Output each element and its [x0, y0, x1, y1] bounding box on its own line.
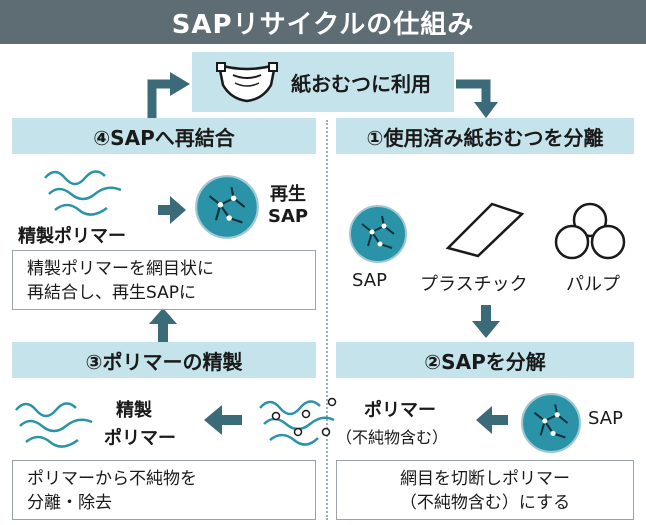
sap-icon [349, 205, 407, 263]
diaper-use-label: 紙おむつに利用 [291, 71, 431, 96]
arrow-3-to-4-head [149, 308, 177, 324]
polymer-impurity-icon [259, 397, 337, 446]
step-3-note: ポリマーから不純物を 分離・除去 [12, 460, 316, 520]
step-4-header: ④SAPへ再結合 [12, 118, 316, 154]
refined-polymer-icon-3 [15, 402, 93, 448]
recycled-label-b: SAP [268, 206, 309, 227]
diaper-icon [216, 62, 278, 103]
step-4-note-line-1: 精製ポリマーを網目状に [27, 259, 214, 279]
sap-label-1: SAP [352, 270, 387, 291]
step-3-note-line-2: 分離・除去 [27, 493, 112, 513]
step-2-header: ②SAPを分解 [336, 342, 634, 378]
arrow-4-to-top-head [170, 72, 190, 96]
step-3-note-line-1: ポリマーから不純物を [27, 469, 197, 489]
step-2-note: 網目を切断しポリマー （不純物含む）にする [336, 460, 634, 520]
refined-polymer-label-4: 精製ポリマー [18, 226, 126, 247]
arrow-1-to-2-shaft [481, 305, 491, 323]
step-4-note: 精製ポリマーを網目状に 再結合し、再生SAPに [12, 250, 316, 310]
step-1-header: ①使用済み紙おむつを分離 [336, 118, 634, 154]
refined-label-3b: ポリマー [104, 428, 176, 449]
plastic-icon [445, 202, 525, 258]
arrow-4-to-top [147, 79, 172, 118]
recycled-label-a: 再生 [270, 184, 306, 205]
step-2-note-line-1: 網目を切断しポリマー [400, 469, 570, 489]
arrow-top-to-1-head [474, 102, 498, 118]
sap-label-2: SAP [588, 408, 623, 429]
arrow-3-shaft [220, 415, 242, 425]
arrow-top-to-1 [456, 79, 491, 104]
arrow-4-shaft [158, 205, 172, 215]
step-4-note-line-2: 再結合し、再生SAPに [27, 283, 196, 303]
refined-label-3a: 精製 [116, 400, 152, 421]
arrow-3-to-4-shaft [158, 322, 168, 342]
plastic-label: プラスチック [420, 274, 528, 295]
arrow-1-to-2-head [472, 321, 500, 338]
center-divider [326, 120, 328, 520]
pulp-label: パルプ [566, 274, 620, 295]
step-2-note-line-2: （不純物含む）にする [399, 493, 571, 513]
refined-polymer-icon-4 [44, 170, 122, 216]
polymer-label: ポリマー [364, 400, 436, 421]
step-3-header: ③ポリマーの精製 [12, 342, 316, 378]
sap-icon-2 [521, 393, 581, 453]
arrow-2-shaft [490, 415, 508, 425]
diaper-use-box: 紙おむつに利用 [192, 52, 454, 112]
arrow-4-head [170, 196, 186, 224]
pulp-icon [554, 202, 626, 260]
arrow-2-head [476, 406, 492, 434]
recycled-sap-icon [195, 175, 259, 239]
arrow-3-head [204, 405, 222, 435]
page-title: SAPリサイクルの仕組み [0, 0, 646, 44]
polymer-impurity-label: （不純物含む） [336, 428, 449, 447]
